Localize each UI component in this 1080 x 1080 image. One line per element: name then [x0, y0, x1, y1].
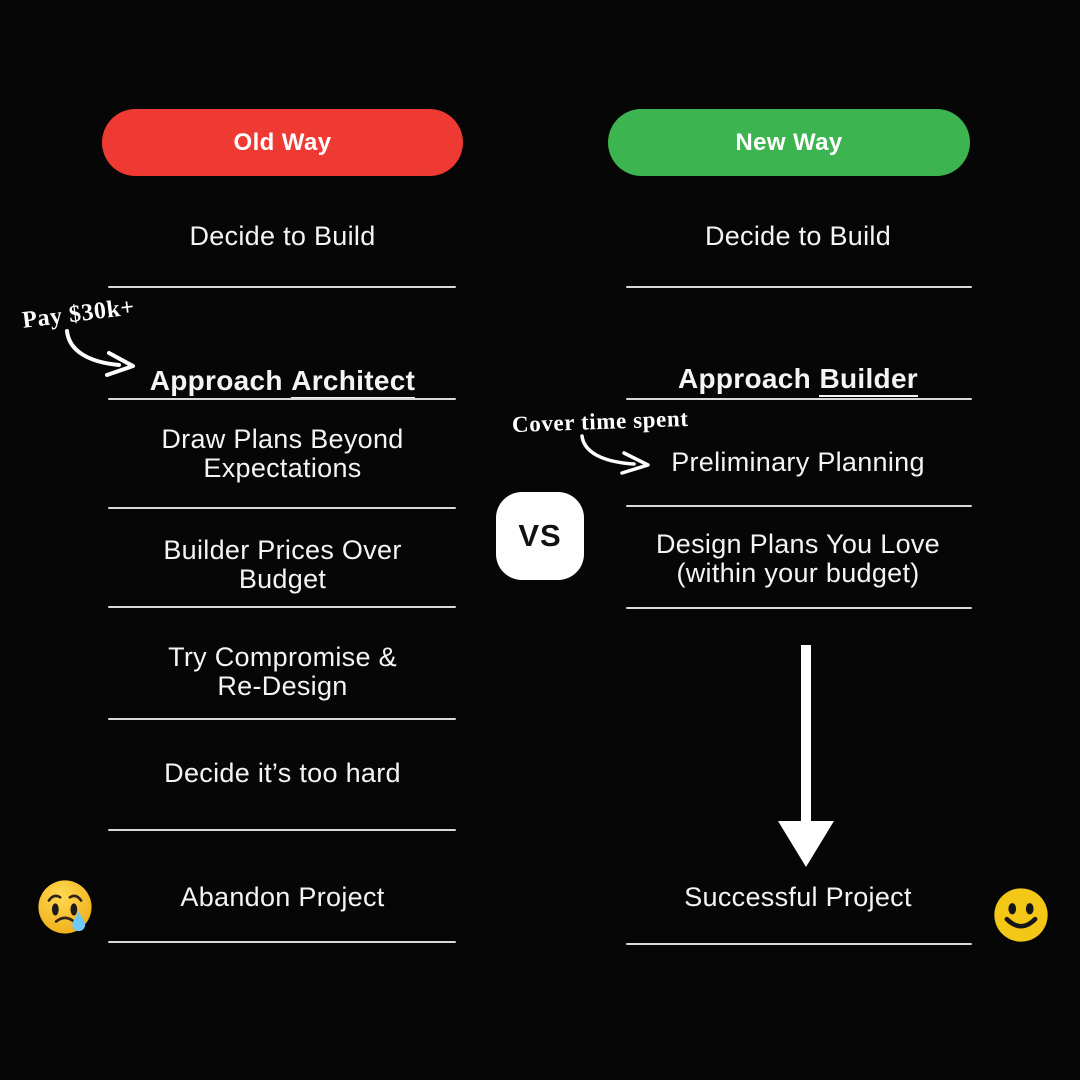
divider	[108, 941, 456, 943]
divider	[108, 718, 456, 720]
divider	[626, 943, 972, 945]
new-step-design-plans: Design Plans You Love (within your budge…	[655, 529, 940, 588]
pay-curved-arrow-icon	[65, 329, 135, 377]
divider	[626, 607, 972, 609]
smiley-face-emoji-icon	[994, 888, 1048, 942]
divider	[108, 286, 456, 288]
down-arrow-icon	[778, 645, 834, 867]
old-step-builder-prices: Builder Prices Over Budget	[163, 535, 402, 594]
new-step-decide-to-build: Decide to Build	[704, 221, 892, 251]
step-text: Approach	[677, 363, 812, 394]
divider	[108, 398, 456, 400]
divider	[626, 398, 972, 400]
new-way-badge: New Way	[608, 109, 970, 176]
divider	[108, 829, 456, 831]
step-text: Approach	[149, 365, 283, 396]
underlined-word: Architect	[291, 365, 416, 399]
divider	[626, 286, 972, 288]
new-step-successful-project: Successful Project	[684, 882, 912, 912]
old-step-too-hard: Decide it’s too hard	[164, 758, 401, 788]
old-step-abandon-project: Abandon Project	[180, 882, 385, 912]
old-way-badge: Old Way	[102, 109, 463, 176]
crying-face-emoji-icon	[38, 880, 92, 934]
old-step-decide-to-build: Decide to Build	[189, 221, 376, 251]
divider	[108, 606, 456, 608]
new-step-preliminary-planning: Preliminary Planning	[671, 447, 925, 477]
old-step-try-compromise: Try Compromise & Re-Design	[168, 642, 397, 701]
underlined-word: Builder	[819, 363, 919, 397]
old-step-approach-architect: Approach Architect	[107, 336, 458, 399]
cover-curved-arrow-icon	[580, 434, 650, 475]
divider	[626, 505, 972, 507]
old-step-draw-plans: Draw Plans Beyond Expectations	[161, 424, 404, 483]
divider	[108, 507, 456, 509]
vs-badge: VS	[496, 492, 584, 580]
